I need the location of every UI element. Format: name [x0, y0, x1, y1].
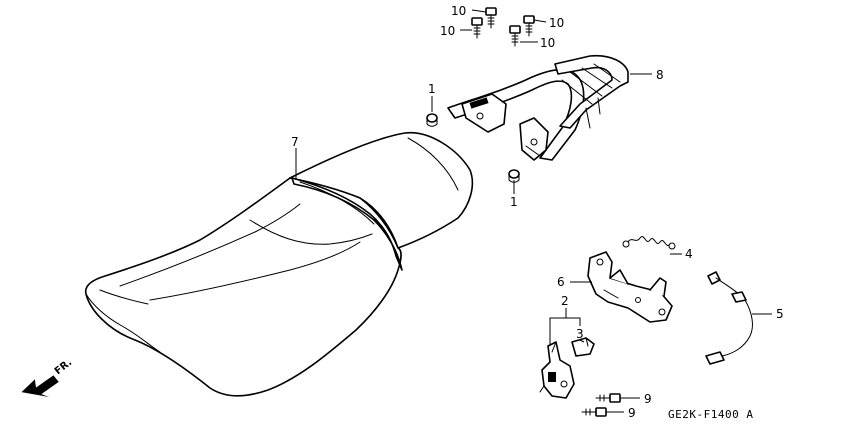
callout-10c: 10 — [549, 16, 564, 30]
callout-3: 3 — [576, 327, 584, 341]
bolt-10b — [471, 17, 483, 39]
callout-labels: 7 8 1 1 4 6 5 2 3 9 9 10 10 10 10 — [291, 4, 784, 420]
front-direction-label: FR. — [53, 357, 74, 377]
bolt-9b — [581, 407, 607, 417]
seat-lock-cable — [705, 271, 753, 365]
callout-8: 8 — [656, 68, 664, 82]
bolt-set-10 — [471, 7, 535, 47]
callout-9a: 9 — [644, 392, 652, 406]
collar-1a — [426, 113, 438, 127]
lock-plate — [571, 337, 595, 357]
seat-lock — [539, 341, 575, 399]
callout-9b: 9 — [628, 406, 636, 420]
bolt-9a — [595, 393, 621, 403]
callout-4: 4 — [685, 247, 693, 261]
bolt-10d — [509, 25, 521, 47]
bolt-10c — [523, 15, 535, 37]
seat — [84, 131, 474, 397]
callout-10d: 10 — [540, 36, 555, 50]
callout-2: 2 — [561, 294, 569, 308]
leader-lines — [295, 9, 772, 413]
callout-7: 7 — [291, 135, 299, 149]
seat-lock-bracket — [587, 251, 673, 323]
bolt-10a — [485, 7, 497, 29]
front-direction-arrow: FR. — [21, 357, 74, 398]
callout-10a: 10 — [451, 4, 466, 18]
diagram-code: GE2K-F1400 A — [668, 408, 753, 421]
callout-5: 5 — [776, 307, 784, 321]
callout-1a: 1 — [428, 82, 436, 96]
grab-rail — [447, 54, 629, 161]
callout-6: 6 — [557, 275, 565, 289]
callout-10b: 10 — [440, 24, 455, 38]
spring — [622, 236, 676, 250]
callout-1b: 1 — [510, 195, 518, 209]
